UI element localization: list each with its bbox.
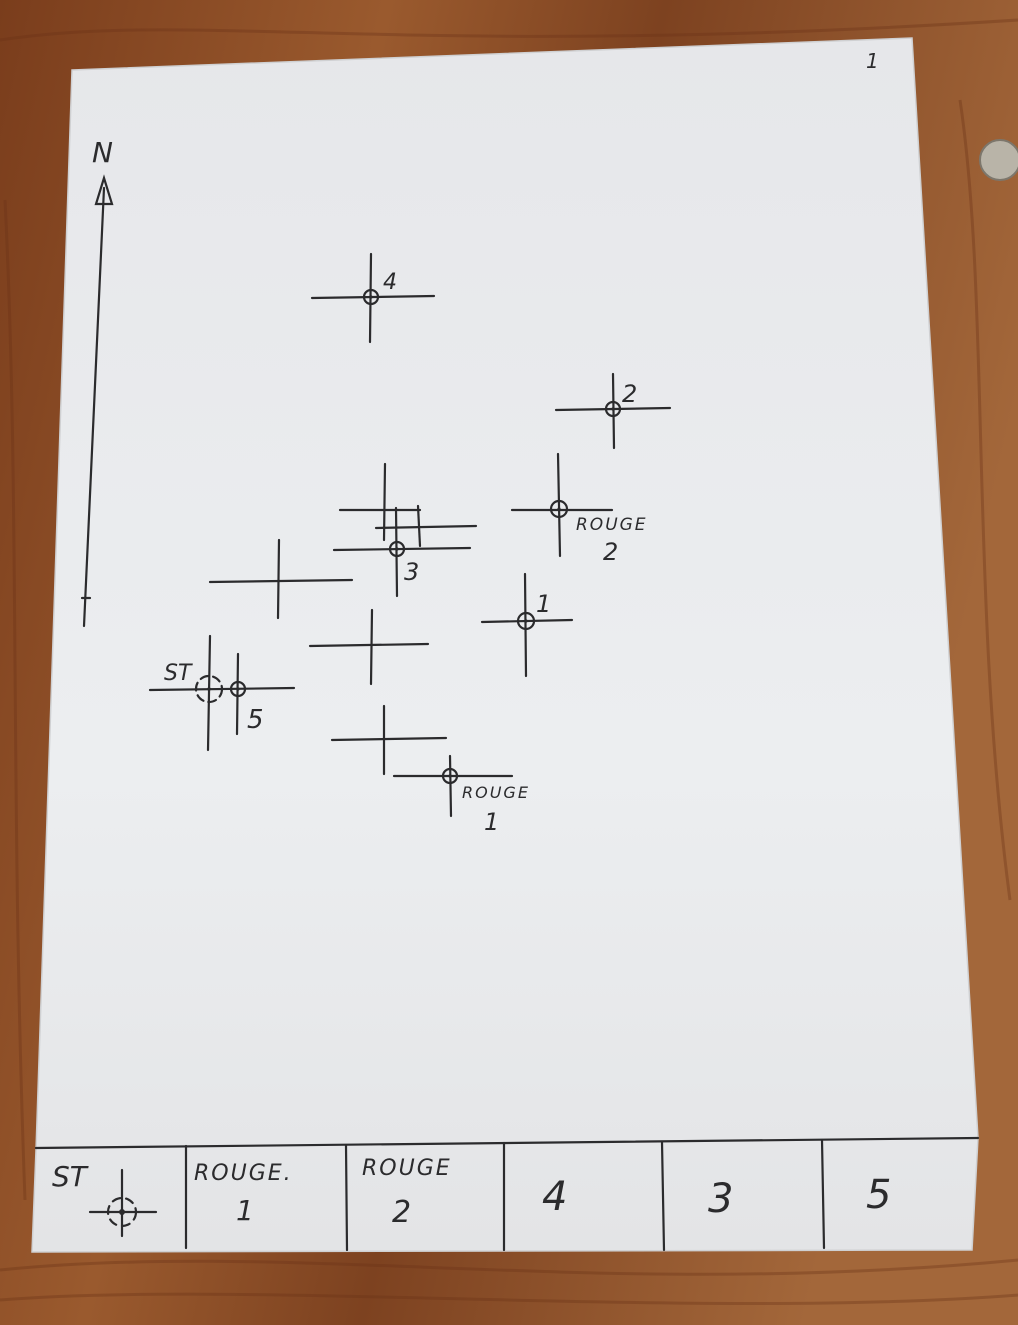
- legend-cell-4: 4: [542, 1174, 567, 1220]
- legend-table: [34, 1136, 980, 1252]
- control-rouge-1-crosshair: [330, 704, 514, 818]
- legend-cell-3: 3: [708, 1176, 733, 1222]
- north-label: N: [92, 136, 113, 169]
- legend-cell-start-label: ST: [52, 1160, 89, 1193]
- control-2-crosshair: [554, 372, 672, 450]
- legend-cell-5: 5: [866, 1172, 891, 1218]
- control-5-label: 5: [247, 705, 264, 735]
- start-crosshair: [148, 634, 296, 752]
- control-rouge-2-label-line2: 2: [603, 538, 618, 566]
- page-number: 1: [866, 49, 879, 73]
- white-board: [31, 37, 979, 1253]
- control-2-label: 2: [622, 380, 637, 408]
- control-4-crosshair: [310, 252, 436, 344]
- control-5-crosshair: [229, 652, 247, 736]
- control-rouge-2-label-line1: ROUGE: [576, 515, 648, 535]
- legend-cell-rouge1-line1: ROUGE.: [194, 1161, 293, 1186]
- start-label: ST: [164, 661, 193, 686]
- coin: [979, 139, 1018, 181]
- control-rouge-2-crosshair: [510, 452, 614, 558]
- start-symbol-icon: [88, 1168, 158, 1238]
- control-3-label: 3: [404, 558, 419, 586]
- unlabeled-crosshair-west: [208, 538, 354, 620]
- control-rouge-1-label-line1: ROUGE: [462, 783, 530, 802]
- control-4-label: 4: [383, 270, 397, 295]
- legend-cell-rouge2-line2: 2: [392, 1195, 411, 1230]
- control-1-label: 1: [536, 590, 551, 618]
- legend-cell-rouge2-line1: ROUGE: [362, 1156, 452, 1181]
- legend-cell-rouge1-line2: 1: [236, 1194, 254, 1227]
- north-arrow: [80, 174, 114, 628]
- control-1-crosshair: [480, 572, 574, 678]
- control-rouge-1-label-line2: 1: [484, 808, 499, 836]
- control-3-crosshair: [332, 462, 478, 598]
- wood-grain: [0, 18, 1018, 1306]
- unlabeled-crosshair-center: [308, 608, 430, 686]
